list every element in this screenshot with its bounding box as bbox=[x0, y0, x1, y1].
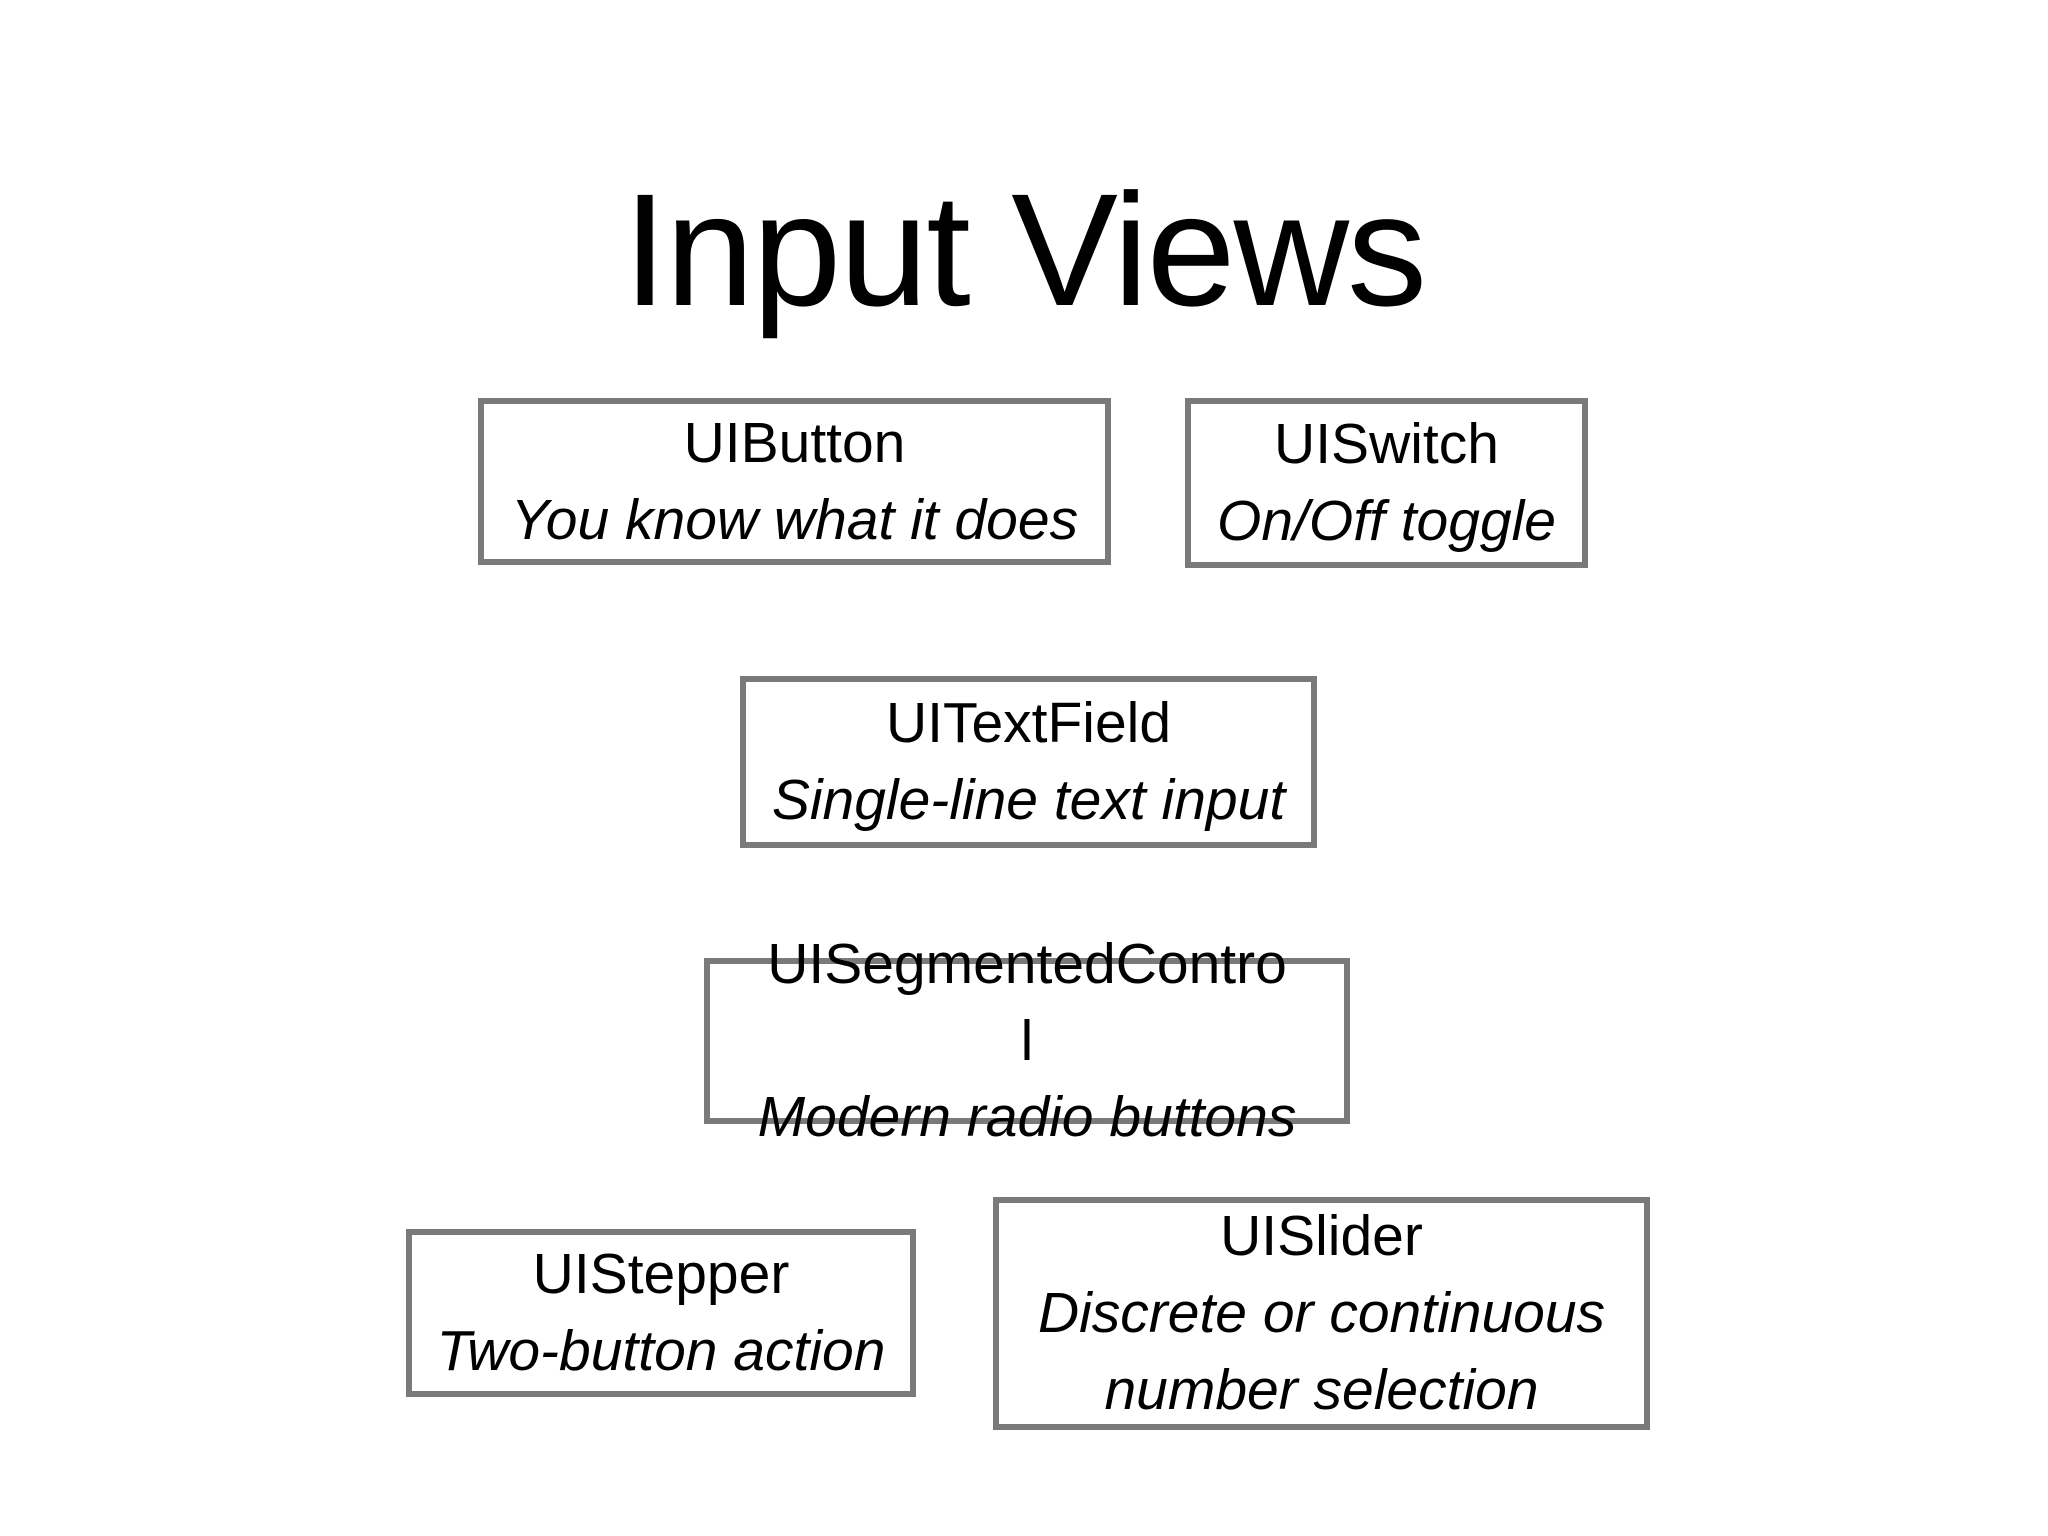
uistepper-box-subtitle: Two-button action bbox=[436, 1319, 886, 1383]
uisegmentedcontrol-box-title: UISegmentedControl bbox=[767, 931, 1287, 1073]
uiswitch-box-subtitle: On/Off toggle bbox=[1216, 489, 1557, 553]
uiswitch-box: UISwitch On/Off toggle bbox=[1185, 398, 1588, 568]
uiswitch-box-title: UISwitch bbox=[1274, 412, 1499, 477]
uistepper-box-title: UIStepper bbox=[532, 1242, 790, 1307]
uibutton-box-subtitle: You know what it does bbox=[510, 487, 1079, 552]
page-title: Input Views bbox=[622, 160, 1427, 339]
uitextfield-box-title: UITextField bbox=[885, 691, 1172, 756]
uislider-box: UISlider Discrete or continuous number s… bbox=[993, 1197, 1650, 1430]
uitextfield-box: UITextField Single-line text input bbox=[740, 676, 1317, 848]
uitextfield-box-subtitle: Single-line text input bbox=[771, 768, 1286, 832]
uisegmentedcontrol-box: UISegmentedControl Modern radio buttons bbox=[704, 932, 1350, 1149]
uislider-box-title: UISlider bbox=[1220, 1204, 1423, 1269]
uislider-box-subtitle: Discrete or continuous number selection bbox=[1037, 1281, 1606, 1422]
uisegmentedcontrol-box-subtitle: Modern radio buttons bbox=[757, 1085, 1297, 1150]
uistepper-box: UIStepper Two-button action bbox=[406, 1229, 916, 1397]
uibutton-box: UIButton You know what it does bbox=[478, 398, 1111, 565]
uibutton-box-title: UIButton bbox=[683, 410, 906, 475]
